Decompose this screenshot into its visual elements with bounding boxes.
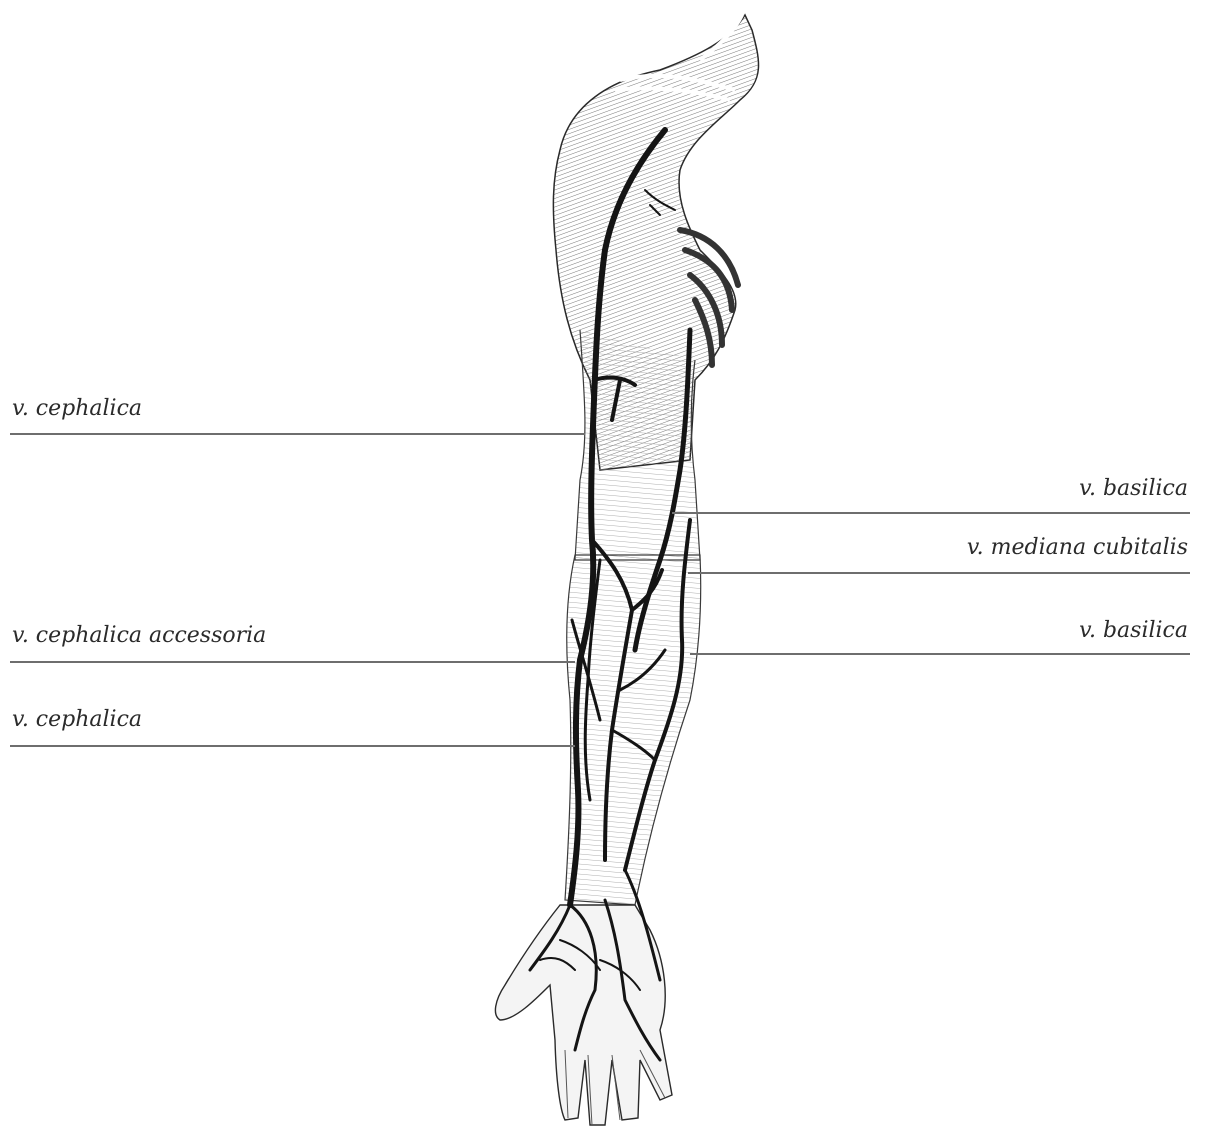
leader-line-basilica-upper: [672, 512, 1190, 514]
label-basilica-upper: v. basilica: [1079, 476, 1188, 502]
leader-line-cephalica-upper: [10, 433, 585, 435]
label-basilica-lower: v. basilica: [1079, 618, 1188, 644]
leader-line-mediana-cubitalis: [688, 572, 1190, 574]
leader-line-basilica-lower: [690, 653, 1190, 655]
label-cephalica-accessoria: v. cephalica accessoria: [12, 623, 266, 649]
leader-line-cephalica-accessoria: [10, 661, 575, 663]
label-mediana-cubitalis: v. mediana cubitalis: [967, 535, 1188, 561]
leader-line-cephalica-lower: [10, 745, 575, 747]
label-cephalica-upper: v. cephalica: [12, 396, 142, 422]
label-cephalica-lower: v. cephalica: [12, 707, 142, 733]
